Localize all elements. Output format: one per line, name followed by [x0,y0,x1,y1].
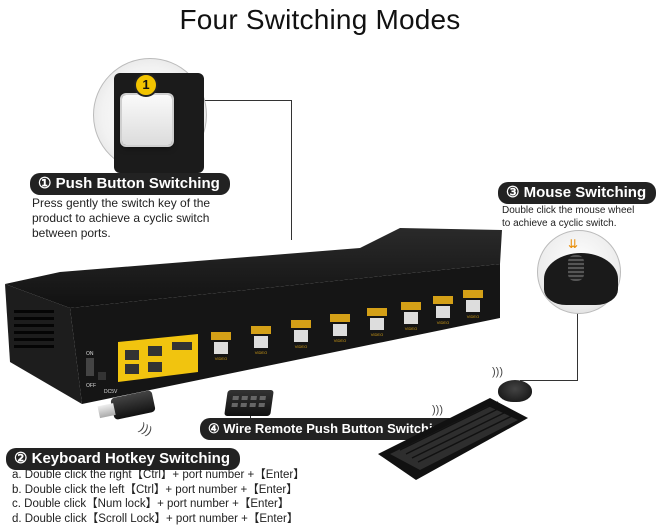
mouse-description: Double click the mouse wheel to achieve … [502,205,635,229]
hotkey-line-a: a. Double click the right【Ctrl】+ port nu… [12,469,305,481]
wire-remote-switching-label: ④ Wire Remote Push Button Switching [200,418,459,440]
connector-line-mouse-v [577,255,578,380]
mouse-wheel-icon [568,255,584,281]
connector-line-push-v [291,100,292,240]
port-group-5: VIDEO [364,306,390,342]
wire-remote-box [224,390,274,416]
arrow-down-icon: ⇊ [568,237,579,251]
connector-line-mouse-h [520,380,578,381]
keyboard-signal-icon: ))) [432,404,443,416]
hotkey-line-b: b. Double click the left【Ctrl】+ port num… [12,483,298,496]
hotkey-line-c: c. Double click【Num lock】+ port number +… [12,498,290,510]
page-title: Four Switching Modes [179,4,461,35]
push-button-description: Press gently the switch key of the produ… [32,196,211,240]
mouse-switching-label: ③ Mouse Switching [498,182,656,204]
port-group-7: VIDEO [430,294,456,330]
wireless-signal-icon: ))) [137,419,155,439]
keyboard-hotkey-list: a. Double click the right【Ctrl】+ port nu… [12,468,305,526]
mouse-signal-icon: ))) [492,366,503,378]
switch-key-icon [122,95,172,145]
port-group-3: VIDEO [288,318,314,354]
port-group-4: VIDEO [327,312,353,348]
port-group-2: VIDEO [248,324,274,360]
power-on-label: ON [86,351,94,357]
push-button-zoom: 1 [93,58,207,173]
power-off-label: OFF [86,383,96,389]
port-group-8: VIDEO [460,288,486,324]
wireless-keyboard-icon [378,398,528,480]
push-button-switching-label: ① Push Button Switching [30,173,230,195]
mode-number-badge: 1 [134,73,158,97]
port-group-6: VIDEO [398,300,424,336]
connector-line-push-h [200,100,292,101]
port-group-1: VIDEO [208,330,234,366]
kvm-switch-device [5,228,502,404]
keyboard-hotkey-switching-label: ② Keyboard Hotkey Switching [6,448,240,470]
mouse-wheel-zoom: ⇊ [537,230,621,314]
dc-input-label: DC5V [104,389,118,395]
wireless-mouse-icon [498,380,532,402]
hotkey-line-d: d. Double click【Scroll Lock】+ port numbe… [12,512,299,525]
